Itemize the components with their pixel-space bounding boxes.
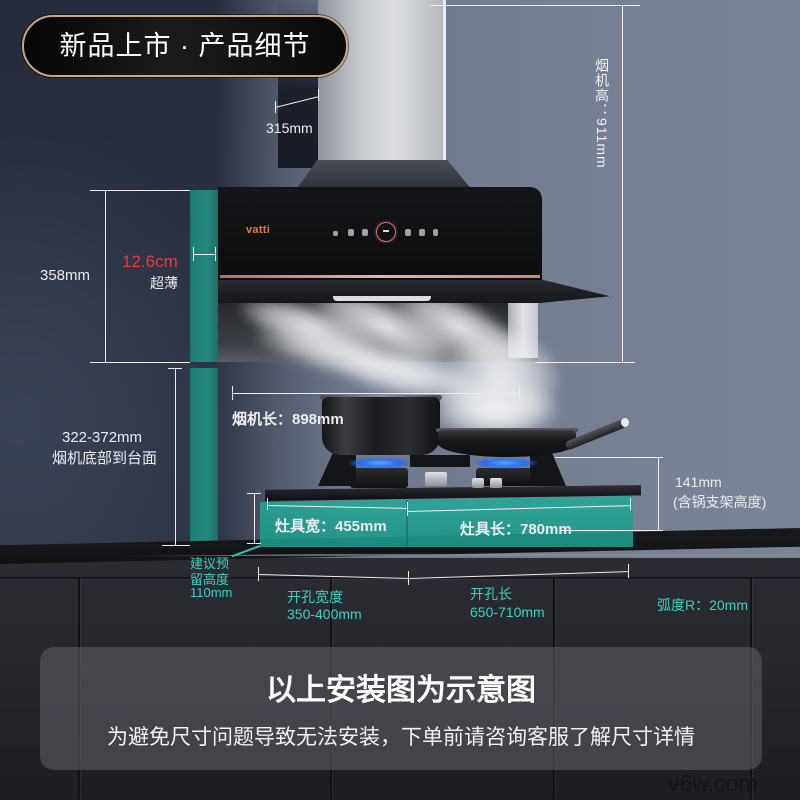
dimension-tick <box>247 543 261 544</box>
dimension-tick <box>628 564 629 578</box>
pot <box>322 397 440 455</box>
stove-length-label: 灶具长：780mm <box>460 521 572 538</box>
chimney-edge <box>443 0 446 162</box>
fan-low-icon <box>362 229 368 236</box>
corner-radius-label: 弧度R：20mm <box>657 597 749 613</box>
pot-support-middle <box>410 455 470 467</box>
notice-title: 以上安装图为示意图 <box>266 674 536 707</box>
dimension-tick <box>407 502 408 516</box>
hood-body-height-label: 358mm <box>40 267 91 284</box>
notice-subtitle: 为避免尺寸问题导致无法安装，下单前请咨询客服了解尺寸详情 <box>107 726 695 749</box>
thickness-label: 超薄 <box>150 275 178 291</box>
cutout-length-value: 650-710mm <box>470 604 545 620</box>
stove-knob <box>425 472 447 486</box>
dimension-tick <box>519 386 520 400</box>
header-badge: 新品上市 · 产品细节 <box>22 15 348 77</box>
thickness-value: 12.6cm <box>122 252 178 271</box>
clean-icon <box>419 229 425 236</box>
notice-panel: 以上安装图为示意图 为避免尺寸问题导致无法安装，下单前请咨询客服了解尺寸详情 <box>40 647 762 770</box>
hood-copper-trim <box>220 275 540 278</box>
dimension-line-hood-height-top <box>430 5 640 6</box>
dimension-tick <box>232 386 233 400</box>
cutout-width-value: 350-400mm <box>287 606 362 622</box>
cutout-length-label: 开孔长 <box>470 586 512 602</box>
stove-knob <box>472 478 484 488</box>
chimney-base <box>296 160 472 190</box>
dimension-line-stove-height-bottom <box>560 530 663 531</box>
dimension-line-install-height <box>175 368 176 545</box>
brand-logo: vatti <box>246 224 271 236</box>
dimension-line-body-height-bottom <box>90 362 190 363</box>
dimension-tick <box>215 247 216 261</box>
install-height-value: 322-372mm <box>62 429 143 446</box>
cutout-width-label: 开孔宽度 <box>287 589 343 605</box>
frying-pan <box>438 430 576 457</box>
stove-knob <box>490 478 502 488</box>
header-badge-text: 新品上市 · 产品细节 <box>59 31 311 61</box>
dimension-tick <box>258 567 259 581</box>
dimension-tick <box>275 101 276 113</box>
close-icon <box>333 231 338 236</box>
power-ring-indicator <box>383 230 389 232</box>
dimension-line-hood-length <box>232 393 520 394</box>
fan-high-icon <box>405 229 411 236</box>
light-icon <box>348 229 354 236</box>
flame-left <box>348 458 412 468</box>
hood-light-strip <box>333 296 431 301</box>
stove-height-label: (含锅支架高度) <box>673 494 767 510</box>
stove-body-highlight <box>260 496 633 547</box>
stove-height-value: 141mm <box>675 474 722 490</box>
hood-length-label: 烟机长：898mm <box>232 411 344 428</box>
dimension-tick <box>193 247 194 261</box>
dimension-tick <box>408 571 409 585</box>
dimension-line-stove-height-top <box>555 457 663 458</box>
burner-right <box>476 468 534 486</box>
install-height-label: 烟机底部到台面 <box>52 450 158 467</box>
dimension-tick <box>318 89 319 101</box>
hood-height-label: 烟机高：911mm <box>594 58 610 169</box>
dimension-line-stove-height <box>658 457 659 530</box>
thickness-highlight-lower <box>190 368 218 544</box>
reserve-value: 110mm <box>190 585 233 600</box>
dimension-line-reserve-height <box>254 493 255 543</box>
dimension-line-body-height <box>105 190 106 362</box>
stove-highlight-divider <box>406 500 408 546</box>
watermark: v6w.com <box>668 770 758 796</box>
flame-right <box>473 458 537 468</box>
dimension-line-hood-height <box>622 5 623 362</box>
dimension-line-hood-height-bottom <box>535 362 635 363</box>
pan-handle-cap <box>621 418 629 427</box>
dimension-line-body-height-top <box>90 190 190 191</box>
dimension-tick <box>630 498 631 510</box>
burner-left <box>350 468 408 488</box>
chimney-width-label: 315mm <box>266 120 313 136</box>
stove-width-label: 灶具宽：455mm <box>275 518 387 535</box>
dimension-tick <box>267 498 268 510</box>
delay-icon <box>433 229 438 236</box>
thickness-highlight-upper <box>190 190 218 362</box>
power-ring-icon <box>376 222 396 242</box>
dimension-tick <box>162 545 190 546</box>
reserve-label-line2: 留高度 <box>190 572 230 587</box>
dimension-line-thickness <box>193 254 215 255</box>
reserve-label-line1: 建议预 <box>190 556 230 571</box>
